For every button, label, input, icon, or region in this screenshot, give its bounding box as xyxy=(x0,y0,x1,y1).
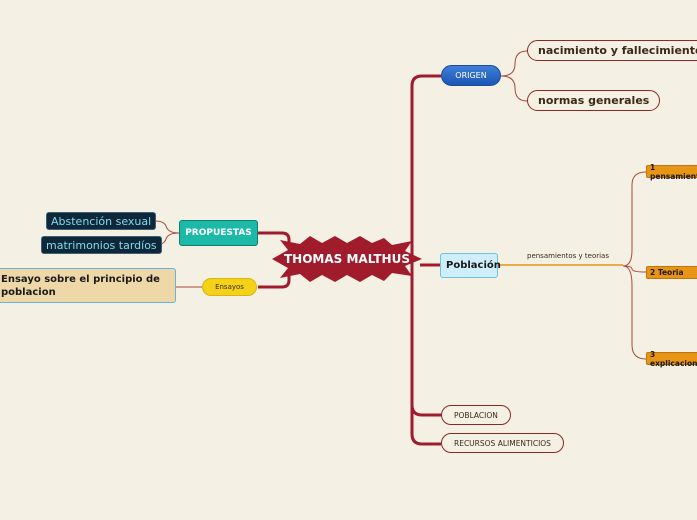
connector-pens-t1 xyxy=(622,171,647,267)
topic-poblacion-upper[interactable]: POBLACION xyxy=(441,405,511,425)
connector-origen-nac xyxy=(500,50,528,77)
topic-propuestas-label: PROPUESTAS xyxy=(185,228,252,238)
connector-trunk-down xyxy=(410,259,441,446)
subtopic-explicacion[interactable]: 3 explicacion xyxy=(646,349,697,368)
subtopic-normas[interactable]: normas generales xyxy=(527,90,661,111)
connector-to-propuestas xyxy=(258,231,291,248)
connector-pens-t3 xyxy=(622,265,647,360)
central-topic-label: THOMAS MALTHUS xyxy=(284,252,410,266)
subtopic-ensayo-principio[interactable]: Ensayo sobre el principio de poblacion xyxy=(0,268,176,303)
central-starburst xyxy=(272,236,422,282)
subtopic-teoria-label: 2 Teoria xyxy=(650,268,684,277)
topic-recursos-alimenticios-label: RECURSOS ALIMENTICIOS xyxy=(454,438,551,448)
subtopic-normas-label: normas generales xyxy=(538,94,650,107)
topic-poblacion-upper-label: POBLACION xyxy=(454,410,498,420)
connector-pens-t2 xyxy=(622,265,647,273)
topic-poblacion[interactable]: Población xyxy=(440,253,501,278)
topic-origen-label: ORIGEN xyxy=(455,71,487,80)
subtopic-explicacion-label: 3 explicacion xyxy=(650,349,697,368)
connector-prop-abs xyxy=(154,220,180,234)
subtopic-ensayo-principio-label: Ensayo sobre el principio de poblacion xyxy=(1,273,160,298)
connector-to-poblacion-upper xyxy=(410,404,441,417)
topic-ensayos-label: Ensayos xyxy=(215,283,244,291)
subtopic-matrimonios[interactable]: matrimonios tardíos xyxy=(41,236,162,254)
subtopic-matrimonios-label: matrimonios tardíos xyxy=(46,238,157,252)
subtopic-pensamiento[interactable]: 1 pensamiento xyxy=(646,162,697,181)
central-topic[interactable]: THOMAS MALTHUS xyxy=(272,236,422,282)
connector-trunk-right xyxy=(410,74,441,259)
connector-origen-normas xyxy=(500,75,528,102)
subtopic-abstencion-label: Abstención sexual xyxy=(51,214,152,228)
topic-ensayos[interactable]: Ensayos xyxy=(202,278,257,296)
topic-poblacion-label: Población xyxy=(446,260,501,271)
subtopic-nacimiento[interactable]: nacimiento y fallecimiento xyxy=(527,40,697,61)
topic-origen[interactable]: ORIGEN xyxy=(441,65,501,86)
subtopic-teoria[interactable]: 2 Teoria xyxy=(646,266,697,279)
topic-propuestas[interactable]: PROPUESTAS xyxy=(179,220,258,246)
branch-label-pensamientos-text: pensamientos y teorias xyxy=(527,252,609,260)
subtopic-abstencion[interactable]: Abstención sexual xyxy=(46,212,157,230)
subtopic-pensamiento-label: 1 pensamiento xyxy=(650,162,697,181)
topic-recursos-alimenticios[interactable]: RECURSOS ALIMENTICIOS xyxy=(441,433,564,453)
subtopic-nacimiento-label: nacimiento y fallecimiento xyxy=(538,44,697,57)
branch-label-pensamientos: pensamientos y teorias xyxy=(527,252,609,260)
connector-to-ensayos xyxy=(258,270,291,289)
